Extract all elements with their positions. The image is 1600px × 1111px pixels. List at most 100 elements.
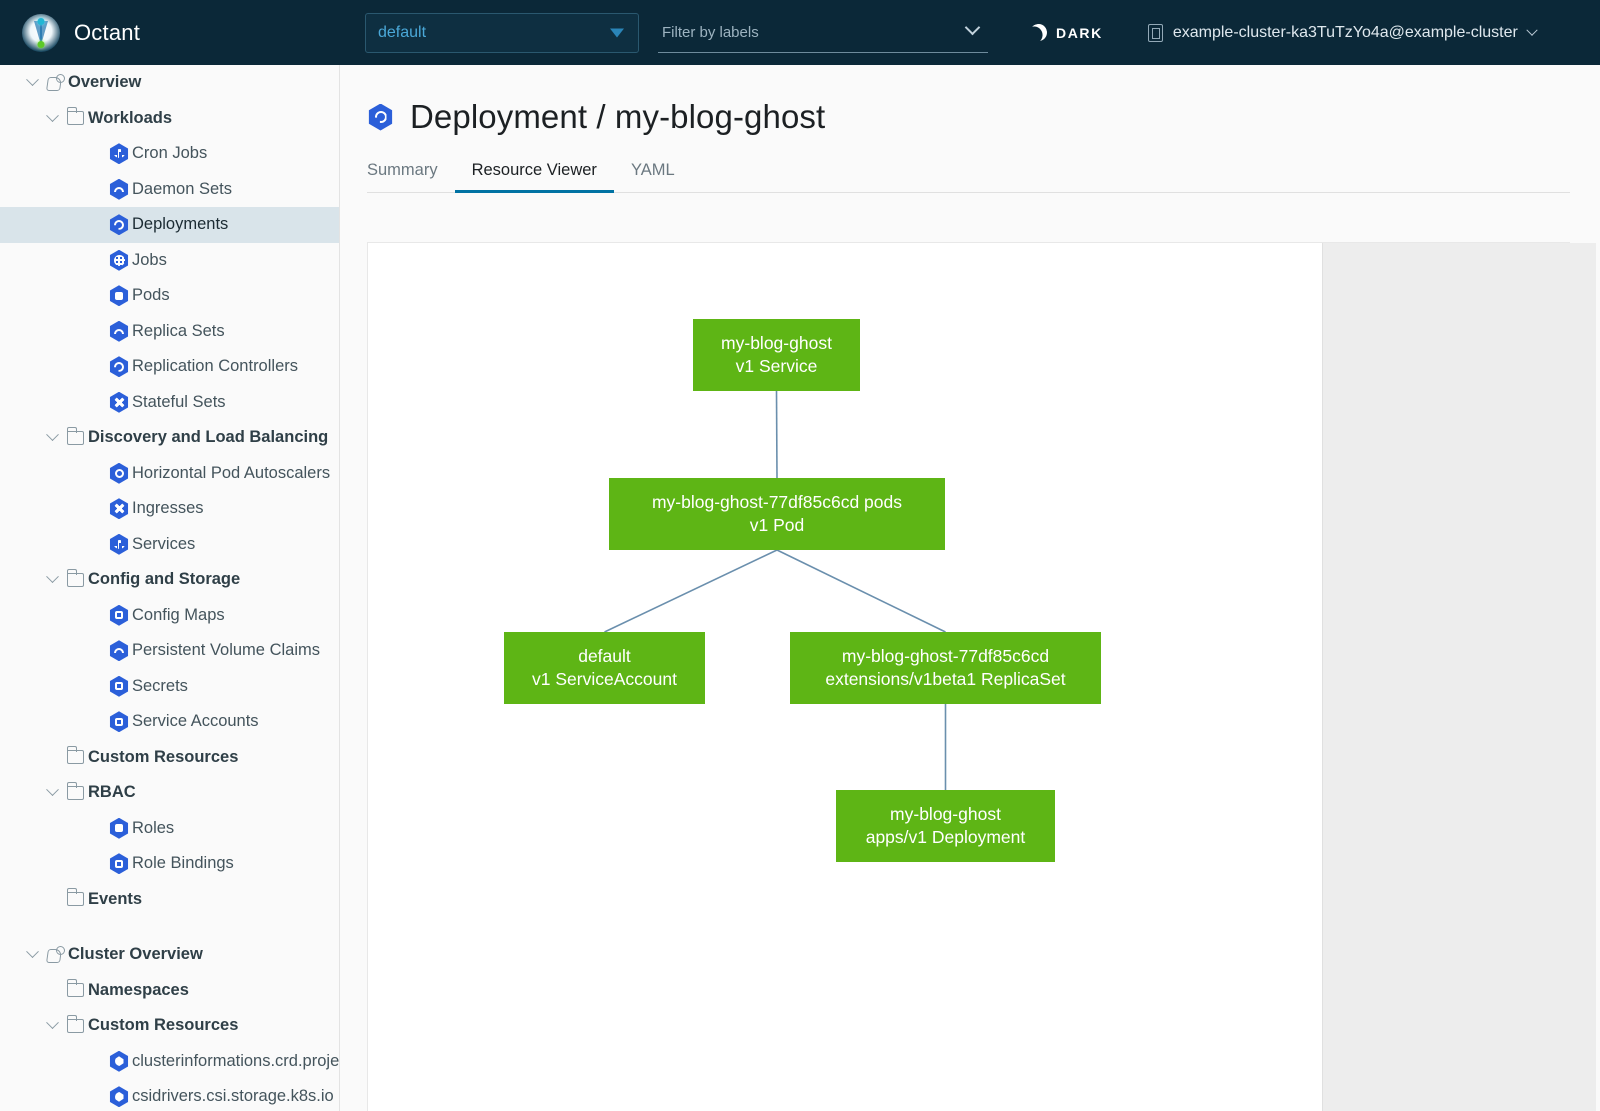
moon-icon <box>1028 22 1049 43</box>
sidebar-item-cluster-overview[interactable]: Cluster Overview <box>0 937 339 973</box>
graph-node-rs[interactable]: my-blog-ghost-77df85c6cd extensions/v1bet… <box>790 632 1101 704</box>
sidebar-item-label: Config and Storage <box>88 570 241 589</box>
sidebar-item-rbac[interactable]: RBAC <box>0 775 339 811</box>
chevron-down-icon[interactable] <box>42 570 62 584</box>
k8s-rc-icon <box>106 356 132 378</box>
sidebar-item-jobs[interactable]: Jobs <box>0 243 339 279</box>
graph-node-name: default <box>578 645 631 666</box>
graph-node-kind: v1 Service <box>735 356 818 376</box>
folder-icon <box>62 1014 88 1033</box>
sidebar-item-config-and-storage[interactable]: Config and Storage <box>0 562 339 598</box>
chevron-down-icon[interactable] <box>42 783 62 797</box>
brand-name: Octant <box>74 19 141 45</box>
cluster-name: example-cluster-ka3TuTzYo4a@example-clus… <box>1172 23 1518 41</box>
sidebar-item-ingresses[interactable]: Ingresses <box>0 491 339 527</box>
sidebar-item-stateful-sets[interactable]: Stateful Sets <box>0 385 339 421</box>
sidebar-item-label: Service Accounts <box>132 712 259 731</box>
namespace-value: default <box>378 23 427 41</box>
dark-mode-label: DARK <box>1056 24 1103 41</box>
resource-graph[interactable]: my-blog-ghost v1 Service my-blog-ghost-77d… <box>368 243 1322 1111</box>
sidebar-item-clusterinformations-crd-projectcalico-org[interactable]: clusterinformations.crd.projectcalico.or… <box>0 1044 339 1080</box>
sidebar-item-replication-controllers[interactable]: Replication Controllers <box>0 349 339 385</box>
chevron-down-icon[interactable] <box>42 109 62 123</box>
folder-icon <box>62 746 88 765</box>
graph-node-name: my-blog-ghost-77df85c6cd <box>841 645 1050 666</box>
sidebar-item-horizontal-pod-autoscalers[interactable]: Horizontal Pod Autoscalers <box>0 456 339 492</box>
sidebar-item-label: Replication Controllers <box>132 357 298 376</box>
tab-yaml[interactable]: YAML <box>630 161 675 179</box>
sidebar-item-label: Horizontal Pod Autoscalers <box>132 463 331 482</box>
k8s-rolebinding-icon <box>106 853 132 875</box>
k8s-service-icon <box>106 533 132 555</box>
k8s-sa-icon <box>106 711 132 733</box>
caret-down-icon <box>610 28 624 37</box>
k8s-crd-icon <box>106 1086 132 1108</box>
dark-mode-toggle[interactable]: DARK <box>1030 24 1103 41</box>
sidebar-item-roles[interactable]: Roles <box>0 811 339 847</box>
k8s-secret-icon <box>106 675 132 697</box>
k8s-daemonset-icon <box>106 178 132 200</box>
sidebar-item-namespaces[interactable]: Namespaces <box>0 973 339 1009</box>
sidebar-item-persistent-volume-claims[interactable]: Persistent Volume Claims <box>0 633 339 669</box>
sidebar-item-services[interactable]: Services <box>0 527 339 563</box>
sidebar-item-cron-jobs[interactable]: Cron Jobs <box>0 136 339 172</box>
chevron-down-icon[interactable] <box>22 73 42 87</box>
sidebar-item-custom-resources[interactable]: Custom Resources <box>0 740 339 776</box>
sidebar-item-label: Config Maps <box>132 605 225 624</box>
k8s-ingress-icon <box>106 498 132 520</box>
sidebar-item-config-maps[interactable]: Config Maps <box>0 598 339 634</box>
page-title: Deployment / my-blog-ghost <box>367 98 1600 136</box>
sidebar-item-service-accounts[interactable]: Service Accounts <box>0 704 339 740</box>
sidebar-item-role-bindings[interactable]: Role Bindings <box>0 846 339 882</box>
app-header: Octant default Filter by labels DARK exa… <box>0 0 1600 65</box>
tab-bar[interactable]: Summary Resource Viewer YAML <box>367 157 1570 193</box>
graph-node-name: my-blog-ghost-77df85c6cd pods <box>651 491 902 512</box>
graph-node-svc[interactable]: my-blog-ghost v1 Service <box>693 319 860 391</box>
sidebar-item-overview[interactable]: Overview <box>0 65 339 101</box>
folder-icon <box>62 107 88 126</box>
cluster-selector[interactable]: example-cluster-ka3TuTzYo4a@example-clus… <box>1147 23 1538 42</box>
tab-summary[interactable]: Summary <box>367 161 438 179</box>
sidebar-item-secrets[interactable]: Secrets <box>0 669 339 705</box>
octant-logo-icon <box>22 13 60 52</box>
sidebar-item-label: Persistent Volume Claims <box>132 641 320 660</box>
sidebar-item-custom-resources[interactable]: Custom Resources <box>0 1008 339 1044</box>
sidebar-item-replica-sets[interactable]: Replica Sets <box>0 314 339 350</box>
k8s-pod-icon <box>106 285 132 307</box>
sidebar-item-label: Role Bindings <box>132 854 234 873</box>
chevron-down-icon[interactable] <box>22 945 42 959</box>
sidebar-item-pods[interactable]: Pods <box>0 278 339 314</box>
sidebar-item-label: Cron Jobs <box>132 144 208 163</box>
sidebar-item-discovery-and-load-balancing[interactable]: Discovery and Load Balancing <box>0 420 339 456</box>
k8s-deployment-icon <box>106 214 132 236</box>
graph-node-kind: extensions/v1beta1 ReplicaSet <box>825 669 1066 689</box>
detail-side-panel[interactable] <box>1322 243 1596 1111</box>
sidebar-item-workloads[interactable]: Workloads <box>0 101 339 137</box>
graph-node-name: my-blog-ghost <box>721 332 832 353</box>
chevron-down-icon[interactable] <box>42 428 62 442</box>
namespace-select[interactable]: default <box>365 12 639 53</box>
sidebar-item-label: Custom Resources <box>88 1016 239 1035</box>
k8s-hpa-icon <box>106 462 132 484</box>
sidebar-item-label: Stateful Sets <box>132 392 226 411</box>
sidebar-item-deployments[interactable]: Deployments <box>0 207 339 243</box>
k8s-configmap-icon <box>106 604 132 626</box>
brand[interactable]: Octant <box>0 0 340 65</box>
sidebar-item-csidrivers-csi-storage-k8s-io[interactable]: csidrivers.csi.storage.k8s.io <box>0 1079 339 1111</box>
tab-resource-viewer[interactable]: Resource Viewer <box>454 161 614 193</box>
sidebar-item-events[interactable]: Events <box>0 882 339 918</box>
sidebar-item-label: Overview <box>68 73 142 92</box>
graph-node-kind: apps/v1 Deployment <box>865 827 1026 847</box>
cluster-icon <box>1147 23 1163 42</box>
label-filter-input[interactable]: Filter by labels <box>658 13 988 53</box>
chevron-down-icon[interactable] <box>964 19 981 35</box>
k8s-replicaset-icon <box>106 320 132 342</box>
overview-icon <box>42 945 68 964</box>
sidebar-item-daemon-sets[interactable]: Daemon Sets <box>0 172 339 208</box>
chevron-down-icon[interactable] <box>42 1016 62 1030</box>
sidebar-item-label: csidrivers.csi.storage.k8s.io <box>132 1087 334 1106</box>
